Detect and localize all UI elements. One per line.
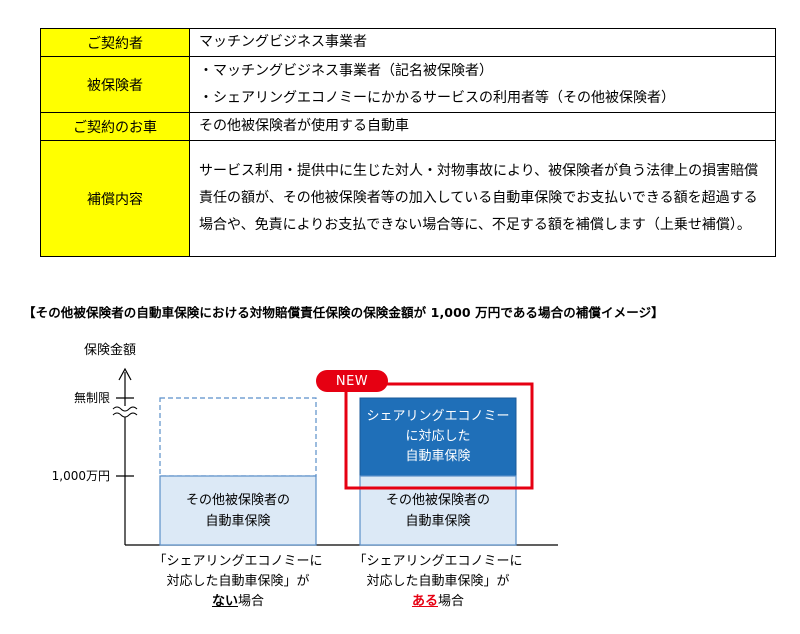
- row-header-policyholder: ご契約者: [40, 28, 190, 57]
- axis-break-icon: [112, 412, 138, 418]
- table-row: ご契約者 マッチングビジネス事業者: [40, 28, 776, 57]
- emphasis-text: ある: [411, 594, 438, 609]
- tick-label-unlimited: 無制限: [73, 391, 110, 405]
- sharing-box-label: シェアリングエコノミー に対応した 自動車保険: [366, 409, 510, 464]
- row-value-insured: ・マッチングビジネス事業者（記名被保険者） ・シェアリングエコノミーにかかるサー…: [189, 56, 776, 113]
- left-bottom-label: 「シェアリングエコノミーに 対応した自動車保険」が ない場合: [138, 552, 338, 612]
- row-header-coverage: 補償内容: [40, 140, 190, 257]
- y-axis-label: 保険金額: [84, 343, 137, 358]
- right-box-label: その他被保険者の 自動車保険: [385, 492, 490, 529]
- table-row: 補償内容 サービス利用・提供中に生じた対人・対物事故により、被保険者が負う法律上…: [40, 140, 776, 257]
- table-row: ご契約のお車 その他被保険者が使用する自動車: [40, 112, 776, 141]
- value-line: ・シェアリングエコノミーにかかるサービスの利用者等（その他被保険者）: [199, 89, 675, 106]
- label-line: ある場合: [338, 592, 538, 612]
- value-line: その他被保険者が使用する自動車: [199, 118, 409, 134]
- row-header-vehicle: ご契約のお車: [40, 112, 190, 141]
- label-line: ない場合: [138, 592, 338, 612]
- label-suffix: 場合: [438, 594, 465, 609]
- new-badge: NEW: [316, 370, 388, 392]
- table-row: 被保険者 ・マッチングビジネス事業者（記名被保険者） ・シェアリングエコノミーに…: [40, 56, 776, 113]
- diagram-caption: 【その他被保険者の自動車保険における対物賠償責任保険の保険金額が 1,000 万…: [23, 305, 664, 320]
- highlight-frame: [344, 382, 534, 490]
- label-line: 対応した自動車保険」が: [366, 574, 510, 589]
- label-line: 「シェアリングエコノミーに: [153, 554, 323, 569]
- label-suffix: 場合: [238, 594, 265, 609]
- y-axis-arrow-icon: [118, 367, 132, 381]
- label-line: 「シェアリングエコノミーに: [353, 554, 523, 569]
- right-bottom-label: 「シェアリングエコノミーに 対応した自動車保険」が ある場合: [338, 552, 538, 612]
- left-box-label: その他被保険者の 自動車保険: [185, 492, 290, 529]
- contract-table: ご契約者 マッチングビジネス事業者 被保険者 ・マッチングビジネス事業者（記名被…: [40, 28, 776, 257]
- left-unlimited-dashed-box: [159, 397, 317, 477]
- row-value-vehicle: その他被保険者が使用する自動車: [189, 112, 776, 141]
- coverage-text: サービス利用・提供中に生じた対人・対物事故により、被保険者が負う法律上の損害賠償…: [199, 163, 759, 233]
- value-line: ・マッチングビジネス事業者（記名被保険者）: [199, 62, 493, 79]
- tick-label-1000: 1,000万円: [51, 469, 110, 483]
- value-line: マッチングビジネス事業者: [199, 34, 367, 50]
- emphasis-text: ない: [211, 594, 238, 609]
- row-header-insured: 被保険者: [40, 56, 190, 113]
- label-line: 対応した自動車保険」が: [166, 574, 310, 589]
- axis-break-icon: [112, 406, 138, 412]
- left-own-insurance-box: [159, 475, 317, 546]
- row-value-coverage: サービス利用・提供中に生じた対人・対物事故により、被保険者が負う法律上の損害賠償…: [189, 140, 776, 257]
